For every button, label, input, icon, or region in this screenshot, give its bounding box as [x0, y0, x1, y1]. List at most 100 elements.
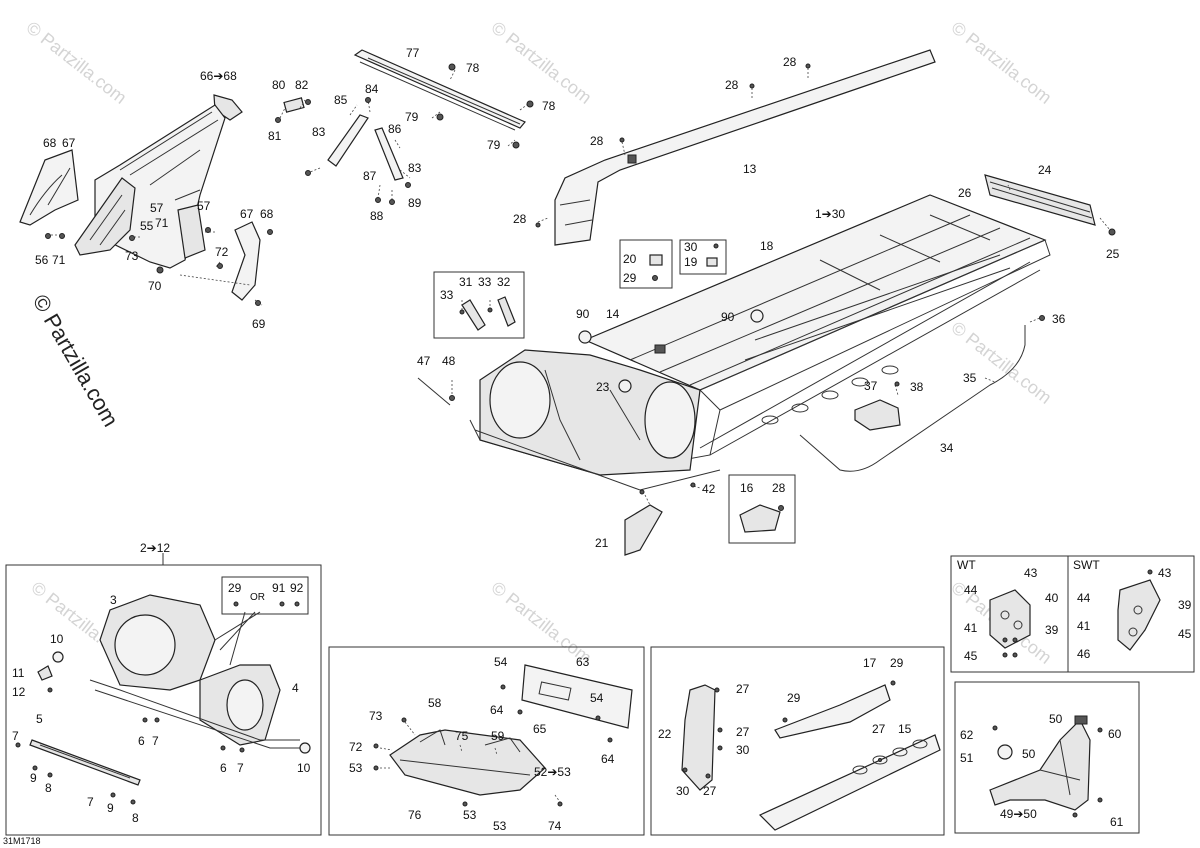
callout: 6 [138, 734, 145, 748]
callout: 29 [890, 656, 904, 670]
callout: 78 [542, 99, 556, 113]
callout: 27 [736, 725, 750, 739]
wt-label: WT [957, 558, 976, 572]
callout: 29 [228, 581, 242, 595]
watermark: © Partzilla.com [948, 17, 1056, 107]
tunnel-cover [535, 49, 936, 246]
callout: 88 [370, 209, 384, 223]
callout: 11 [12, 666, 25, 680]
callout: 58 [428, 696, 442, 710]
callout: 30 [684, 240, 698, 254]
callout: 66➔68 [200, 69, 237, 83]
box-side-panels [650, 646, 945, 836]
steering-support [799, 315, 1045, 472]
callout: 68 [43, 136, 57, 150]
callout: 42 [702, 482, 716, 496]
callout: 28 [783, 55, 797, 69]
callout: 7 [152, 734, 159, 748]
callout: 67 [240, 207, 254, 221]
callout: 24 [1038, 163, 1052, 177]
callout: 75 [455, 729, 469, 743]
callout: 9 [30, 771, 37, 785]
callout: 71 [52, 253, 66, 267]
callout-labels: 66➔68 68 67 57 57 55 71 56 71 73 67 68 7… [12, 46, 1192, 833]
callout: 29 [787, 691, 801, 705]
callout: 43 [1024, 566, 1038, 580]
rail-arm [353, 49, 534, 149]
callout: 28 [772, 481, 786, 495]
callout: 62 [960, 728, 974, 742]
callout: 8 [45, 781, 52, 795]
callout: 92 [290, 581, 304, 595]
callout: 78 [466, 61, 480, 75]
box-bracket-49-62 [954, 681, 1140, 834]
callout: 18 [760, 239, 774, 253]
callout: 7 [12, 729, 19, 743]
callout: 7 [87, 795, 94, 809]
callout: 57 [150, 201, 164, 215]
callout: 77 [406, 46, 420, 60]
callout: 90 [721, 310, 735, 324]
callout: 45 [1178, 627, 1192, 641]
callout: 52➔53 [534, 765, 571, 779]
callout: 30 [736, 743, 750, 757]
watermark-side: © Partzilla.com [28, 290, 124, 431]
callout: 46 [1077, 647, 1091, 661]
inset-box-31-33 [433, 271, 525, 339]
callout: 19 [684, 255, 698, 269]
callout: 10 [50, 632, 64, 646]
callout: 4 [292, 681, 299, 695]
main-chassis [469, 154, 1051, 491]
callout: 65 [533, 722, 547, 736]
bracket-37 [854, 381, 901, 431]
box-front-frame [5, 553, 322, 836]
callout: 83 [408, 161, 422, 175]
callout: 64 [490, 703, 504, 717]
callout: 57 [197, 199, 211, 213]
callout: 53 [349, 761, 363, 775]
callout: 81 [268, 129, 282, 143]
callout: 48 [442, 354, 456, 368]
callout: 79 [405, 110, 419, 124]
swt-label: SWT [1073, 558, 1100, 572]
callout: 53 [463, 808, 477, 822]
callout: 27 [872, 722, 886, 736]
callout: 51 [960, 751, 974, 765]
callout: 83 [312, 125, 326, 139]
callout: 27 [736, 682, 750, 696]
callout: 29 [623, 271, 637, 285]
watermark: © Partzilla.com [948, 317, 1056, 407]
callout: 90 [576, 307, 590, 321]
rod-47 [417, 377, 455, 406]
callout: 12 [12, 685, 26, 699]
callout: 54 [494, 655, 508, 669]
inset-box-16-28 [728, 474, 796, 544]
callout: 87 [363, 169, 377, 183]
watermark: © Partzilla.com [23, 17, 131, 107]
callout: 49➔50 [1000, 807, 1037, 821]
callout: 84 [365, 82, 379, 96]
callout: 13 [743, 162, 757, 176]
strap-hardware [275, 97, 411, 205]
callout: 2➔12 [140, 541, 170, 555]
callout: 79 [487, 138, 501, 152]
callout: 27 [703, 784, 717, 798]
callout: 3 [110, 593, 117, 607]
bracket-assembly-left [19, 94, 273, 306]
callout: 28 [513, 212, 527, 226]
callout: 43 [1158, 566, 1172, 580]
diagram-code: 31M1718 [3, 836, 41, 846]
callout: 16 [740, 481, 754, 495]
box-front-skid [328, 646, 645, 836]
callout: 72 [215, 245, 229, 259]
callout: 50 [1022, 747, 1036, 761]
callout: 71 [155, 216, 169, 230]
callout: 47 [417, 354, 431, 368]
or-label: OR [250, 592, 265, 603]
callout: 61 [1110, 815, 1124, 829]
callout: 26 [958, 186, 972, 200]
callout: 72 [349, 740, 363, 754]
callout: 38 [910, 380, 924, 394]
callout: 54 [590, 691, 604, 705]
